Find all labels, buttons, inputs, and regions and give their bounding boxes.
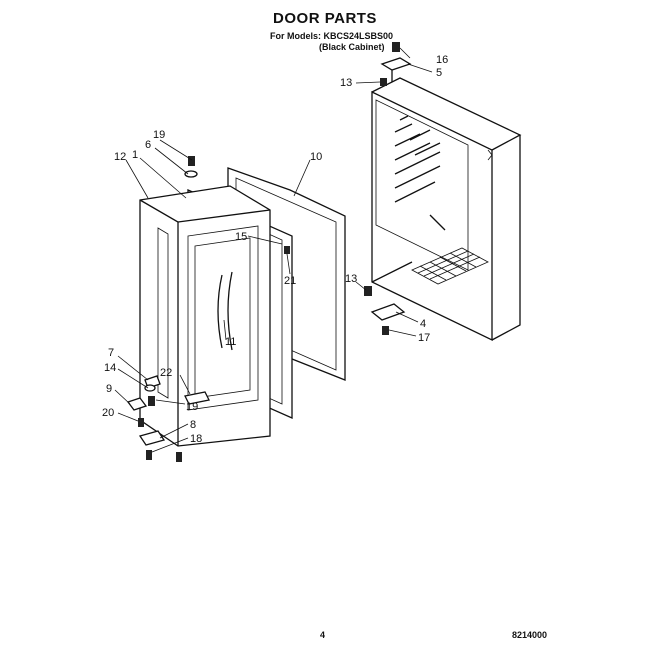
gasket-clip-21 — [284, 246, 290, 254]
screw-18-b — [176, 452, 182, 462]
bottom-hinge-assembly — [364, 286, 406, 335]
callout-19-top: 19 — [153, 129, 165, 141]
bracket-22 — [184, 391, 210, 405]
model-info: For Models: KBCS24LSBS00 (Black Cabinet) — [270, 31, 393, 53]
model-note: (Black Cabinet) — [319, 42, 385, 52]
door-bushing-6 — [184, 170, 198, 178]
model-line: For Models: KBCS24LSBS00 — [270, 31, 394, 41]
page-title: DOOR PARTS — [273, 10, 377, 27]
callout-21: 21 — [284, 275, 296, 287]
cabinet-side-wall — [371, 90, 493, 342]
hinge-screw-16 — [392, 42, 400, 52]
callout-5: 5 — [436, 67, 442, 79]
callout-13-bottom: 13 — [345, 273, 357, 285]
callout-7: 7 — [108, 347, 114, 359]
callout-10: 10 — [310, 151, 322, 163]
cabinet-inner-liner — [375, 99, 469, 271]
callout-12: 12 — [114, 151, 126, 163]
top-hinge-5 — [380, 57, 412, 71]
callout-18: 18 — [190, 433, 202, 445]
door-handle — [217, 274, 223, 349]
bottom-hinge-8 — [138, 430, 166, 446]
callout-19-bottom: 19 — [186, 401, 198, 413]
bottom-hinge-4 — [370, 303, 406, 321]
callout-17: 17 — [418, 332, 430, 344]
door-closer-9 — [126, 397, 148, 411]
door-screw-19-top — [188, 156, 195, 166]
bushing-14 — [144, 384, 156, 392]
callout-14: 14 — [104, 362, 116, 374]
cabinet — [371, 77, 522, 342]
callout-15: 15 — [235, 231, 247, 243]
callout-8: 8 — [190, 419, 196, 431]
document-number: 8214000 — [512, 630, 548, 640]
door-screw-19-bottom — [148, 396, 155, 406]
door-top-hardware — [184, 156, 198, 178]
leader-lines — [114, 47, 433, 453]
page-number: 4 — [320, 630, 326, 640]
callout-13-top: 13 — [340, 77, 352, 89]
callout-4: 4 — [420, 318, 426, 330]
cabinet-vent-slots — [394, 115, 441, 203]
hinge-screw-13-bottom — [364, 286, 372, 296]
hinge-pin-13-top — [380, 78, 387, 86]
callout-9: 9 — [106, 383, 112, 395]
cabinet-floor-rack — [411, 247, 489, 285]
callout-11: 11 — [225, 336, 236, 348]
callout-20: 20 — [102, 407, 114, 419]
pin-20 — [138, 418, 144, 427]
door-frame — [139, 185, 271, 447]
screw-18-a — [146, 450, 152, 460]
top-hinge-assembly — [380, 42, 412, 86]
callout-1: 1 — [132, 149, 138, 161]
hinge-pin-17 — [382, 326, 389, 335]
door-bottom-hardware — [126, 375, 210, 462]
callout-6: 6 — [145, 139, 151, 151]
callout-labels: 16 5 13 10 19 6 1 12 15 21 11 13 4 17 7 … — [102, 54, 448, 445]
callout-16: 16 — [436, 54, 448, 66]
callout-22: 22 — [160, 367, 172, 379]
